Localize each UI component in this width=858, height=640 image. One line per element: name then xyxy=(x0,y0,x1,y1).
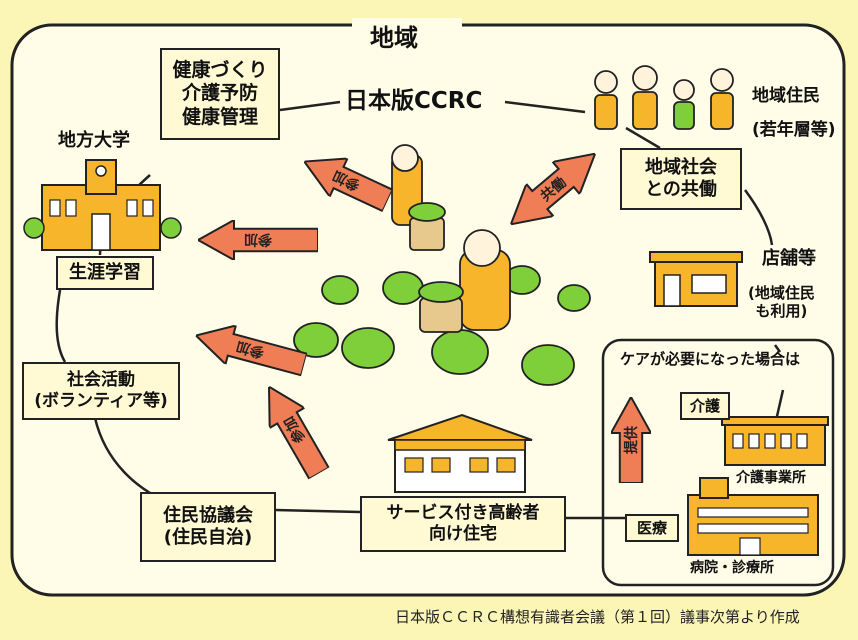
social-line-2: (ボランティア等) xyxy=(34,391,168,411)
arrow-participate-lifelong: 参加 xyxy=(198,220,318,260)
arrow-participate-health-shape xyxy=(302,157,394,213)
arrow-participate-social-shape xyxy=(193,324,309,377)
council-line-1: 住民協議会 xyxy=(163,505,253,527)
social-activity-box: 社会活動 (ボランティア等) xyxy=(22,362,180,420)
health-box: 健康づくり 介護予防 健康管理 xyxy=(160,48,280,140)
source-caption: 日本版ＣＣＲＣ構想有識者会議（第１回）議事次第より作成 xyxy=(395,608,800,626)
arrow-participate-council-shape xyxy=(267,384,331,481)
council-line-2: (住民自治) xyxy=(163,527,253,548)
arrow-participate-lifelong-shape xyxy=(198,220,318,260)
arrow-participate-social: 参加 xyxy=(191,316,310,384)
arrow-participate-council: 参加 xyxy=(252,377,337,484)
care-needed-label: ケアが必要になった場合は xyxy=(620,350,801,368)
shop-building xyxy=(649,251,743,307)
community-line-1: 地域社会 xyxy=(645,157,717,179)
shops-note-line-2: も利用) xyxy=(755,302,808,320)
elderly-housing-box: サービス付き高齢者 向け住宅 xyxy=(360,496,566,552)
health-line-2: 介護予防 xyxy=(181,82,258,105)
housing-line-1: サービス付き高齢者 xyxy=(386,503,540,524)
community-box: 地域社会 との共働 xyxy=(620,148,742,210)
arrow-cooperate: 共働 xyxy=(497,138,608,241)
care-facility-label: 介護事業所 xyxy=(736,470,806,486)
residents-figures xyxy=(594,65,734,130)
arrow-participate-lifelong-label: 参加 xyxy=(244,231,272,247)
university-label: 地方大学 xyxy=(58,130,130,151)
residents-label: 地域住民 xyxy=(752,86,820,106)
care-facility-building xyxy=(721,416,829,466)
title-gap xyxy=(352,18,462,34)
care-box: 介護 xyxy=(680,392,730,420)
arrow-cooperate-shape xyxy=(509,152,597,226)
arrow-provide: 提供 xyxy=(611,397,651,483)
hospital-building xyxy=(687,477,819,556)
residents-note: (若年層等) xyxy=(752,120,836,140)
hospital-label: 病院・診療所 xyxy=(690,560,774,576)
social-line-1: 社会活動 xyxy=(67,370,135,391)
university-building xyxy=(23,159,182,251)
arrow-provide-shape xyxy=(611,397,651,483)
health-line-1: 健康づくり xyxy=(172,59,268,82)
arrow-provide-label: 提供 xyxy=(624,426,640,454)
health-line-3: 健康管理 xyxy=(181,105,258,128)
farm-scene xyxy=(293,144,591,386)
residents-council-box: 住民協議会 (住民自治) xyxy=(140,492,276,562)
housing-line-2: 向け住宅 xyxy=(429,524,497,544)
shops-note: (地域住民 も利用) xyxy=(748,284,815,320)
medical-box: 医療 xyxy=(625,514,679,542)
community-line-2: との共働 xyxy=(645,179,717,200)
lifelong-learning-box: 生涯学習 xyxy=(56,256,154,290)
housing-building xyxy=(387,413,533,493)
region-title: 地域 xyxy=(370,24,418,52)
shops-note-line-1: (地域住民 xyxy=(748,284,815,302)
shops-label: 店舗等 xyxy=(762,248,816,269)
arrow-participate-health: 参加 xyxy=(295,143,396,220)
hub-label: 日本版CCRC xyxy=(345,88,483,114)
